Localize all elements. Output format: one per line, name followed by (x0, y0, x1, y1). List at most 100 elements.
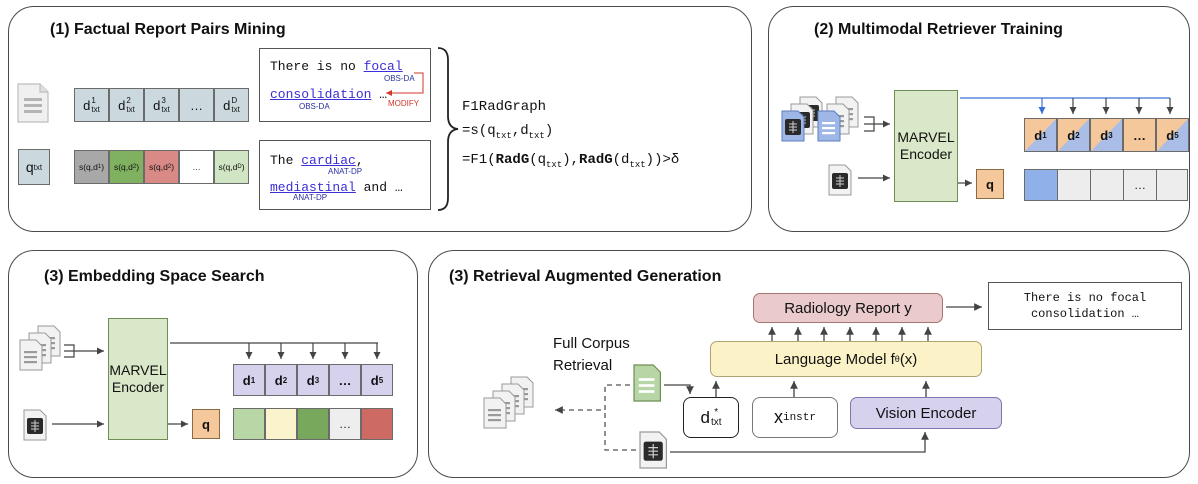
f3-d: (d (612, 151, 630, 168)
document-embedding-sup: 1 (250, 375, 256, 385)
query-xray-icon-search (23, 409, 47, 441)
dstar-base: d (700, 407, 710, 427)
encoder-line-1: MARVEL (897, 129, 955, 145)
corpus-stack-icon (483, 376, 534, 429)
lm-sub: θ (894, 354, 900, 364)
similarity-cell-end: ) (101, 162, 105, 172)
document-cell-sup: 3 (161, 96, 166, 105)
document-cell-base: d (83, 97, 91, 113)
similarity-cell-end: ) (136, 162, 140, 172)
panel1-title: (1) Factual Report Pairs Mining (50, 21, 286, 38)
document-embedding-base: … (338, 372, 352, 388)
vision-encoder-box: Vision Encoder (850, 397, 1002, 429)
document-embedding-cell: … (1123, 118, 1156, 152)
similarity-cell-sup: 1 (97, 164, 102, 170)
entity-mediastinal: mediastinal (270, 180, 356, 195)
dstar-sup: * (714, 406, 719, 418)
f3-mid: ), (562, 151, 580, 168)
f3-radg-2: RadG (579, 151, 613, 168)
document-cell: … (179, 88, 214, 122)
embedding-cell-ellipsis: … (1123, 169, 1157, 201)
tag-obs-da-1: OBS-DA (384, 74, 415, 83)
document-embedding-base: d (1100, 127, 1109, 143)
similarity-cell-text: … (192, 162, 201, 172)
doc-arrows-search (245, 343, 381, 359)
document-embedding-sup: 2 (282, 375, 288, 385)
document-cell-base: d (118, 97, 126, 113)
inputs-to-lm-arrows (712, 381, 930, 397)
query-embedding-q: q (976, 169, 1004, 199)
box1-prefix: There is no (270, 59, 364, 74)
xray-stack-icon (781, 96, 823, 142)
query-embedding-q: q (192, 409, 220, 439)
xray-to-vision-arrow (670, 432, 929, 453)
score-cell (297, 408, 329, 440)
vision-encoder-label: Vision Encoder (875, 404, 977, 422)
retrieved-report-icon (633, 364, 662, 402)
retrieval-dashed-arrow (555, 384, 630, 414)
output-line-1: There is no focal (1023, 291, 1147, 305)
formula-line-1: F1RadGraph (462, 99, 547, 115)
full-corpus-line-1: Full Corpus (553, 335, 630, 352)
f3-end: ))>δ (645, 151, 680, 168)
document-cell-sup: 2 (126, 96, 131, 105)
embedding-cell-positive (1024, 169, 1058, 201)
document-embedding-base: d (1166, 127, 1175, 143)
tag-obs-da-2: OBS-DA (299, 102, 330, 111)
similarity-cell-sup: 2 (167, 164, 172, 170)
xinstr-base: x (773, 407, 783, 427)
query-label: q (25, 159, 34, 175)
similarity-cell-text: s(q,d (78, 162, 98, 172)
embedding-cell (1156, 169, 1188, 201)
curly-brace (437, 47, 459, 211)
tag-anat-dp-1: ANAT-DP (328, 167, 363, 176)
modify-arrow (386, 72, 424, 96)
modify-relation-label: MODIFY (388, 99, 420, 108)
document-embedding-sup: 5 (1174, 130, 1179, 140)
full-corpus-line-2: Retrieval (553, 357, 613, 374)
radiology-report-label: Radiology Report y (784, 299, 912, 317)
report-stack-icon-search (19, 325, 61, 371)
report-document-icon (17, 83, 49, 123)
lm-to-report-arrows (768, 327, 932, 341)
document-cell-base: d (153, 97, 161, 113)
panel2-title: (2) Multimodal Retriever Training (814, 21, 1063, 38)
similarity-cell-sup: 2 (132, 164, 137, 170)
f3-q: (q (529, 151, 547, 168)
stack-to-encoder-arrow-search (64, 345, 104, 357)
document-cell-sup: D (231, 96, 238, 105)
document-embedding-sup: 3 (1108, 130, 1113, 140)
report-stack-icon (817, 96, 859, 142)
score-cell (361, 408, 393, 440)
f3-sub-b: txt (629, 159, 646, 170)
f2-mid: ,d (511, 123, 529, 139)
report-text-box-1: There is no focal consolidation … (259, 48, 431, 122)
document-embedding-base: d (1067, 127, 1076, 143)
full-corpus-retrieval-label: Full Corpus Retrieval (553, 333, 630, 377)
document-embedding-base: d (274, 372, 283, 388)
similarity-cell-text: s(q,d (113, 162, 133, 172)
document-cell-base: d (223, 97, 231, 113)
f3-sub-a: txt (546, 159, 563, 170)
f3-pre: =F1( (462, 151, 496, 168)
dstar-sub: txt (710, 416, 722, 428)
tag-anat-dp-2: ANAT-DP (293, 193, 328, 202)
document-embedding-base: … (1133, 127, 1146, 143)
stack-to-encoder-arrow (864, 117, 890, 131)
